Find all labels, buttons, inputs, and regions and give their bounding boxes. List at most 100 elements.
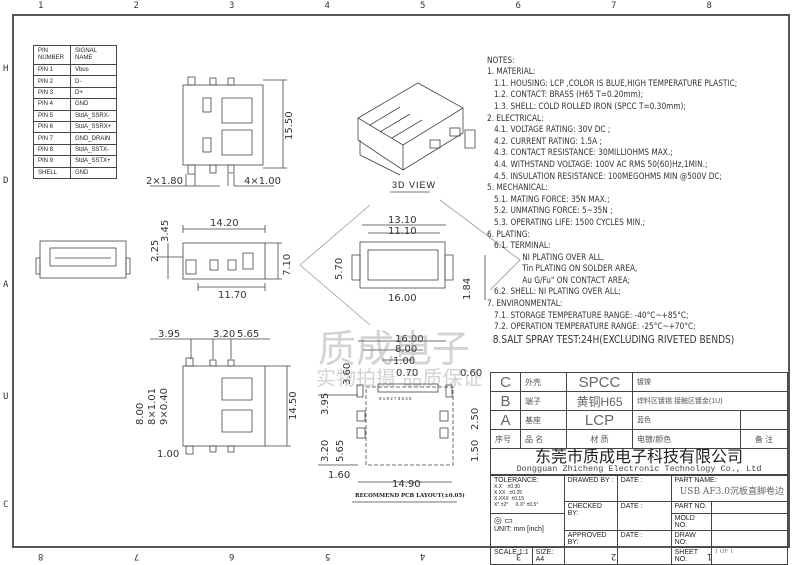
note-line: 1. MATERIAL: xyxy=(487,67,536,78)
zone-label: 1 xyxy=(38,1,44,11)
dim-pitch8: 8×1.01 xyxy=(147,388,158,425)
sheet-no-label: SHEET NO. xyxy=(670,547,712,565)
note-line: 8.SALT SPRAY TEST:24H(EXCLUDING RIVETED … xyxy=(487,332,735,346)
date-label: DATE : xyxy=(616,530,672,565)
bom-cell: 蓝色 xyxy=(632,410,741,430)
note-line: 4.1. VOLTAGE RATING: 30V DC ; xyxy=(487,125,611,136)
dim-d07: 0.70 xyxy=(396,368,418,379)
dim-pitch9: 9×0.40 xyxy=(159,388,170,425)
part-name-label: PART NAME: xyxy=(674,477,717,484)
note-line: 5.2. UNMATING FORCE: 5~35N ; xyxy=(487,206,613,217)
bom-cell: B xyxy=(490,391,521,411)
dim-d160: 1.60 xyxy=(328,470,350,481)
side-view: 14.20 11.70 3.45 2.25 7.10 xyxy=(150,218,293,301)
drawing-frame xyxy=(12,14,790,548)
note-line: 7.2. OPERATION TEMPERATURE RANGE: -25°C~… xyxy=(487,322,696,333)
dim-total: 16.00 xyxy=(388,293,417,304)
bom-cell: C xyxy=(490,372,521,392)
part-name-cell: PART NAME: USB AF3.0沉板直脚卷边 xyxy=(670,475,789,502)
bottom-view: 3.95 3.20 5.65 14.50 8.00 8×1.01 9×0.40 … xyxy=(135,329,299,460)
3d-view-label: 3D VIEW xyxy=(392,180,437,190)
draw-no-value xyxy=(710,530,789,548)
pin-cell: PIN 5 xyxy=(32,109,72,122)
bom-header: 备 注 xyxy=(740,429,788,449)
dim-length: 14.50 xyxy=(288,391,299,420)
zone-label: 7 xyxy=(611,1,617,11)
note-line: Au G/Fu" ON CONTACT AREA; xyxy=(487,275,631,286)
size-label: SIZE: A4 xyxy=(531,547,565,565)
dim-total: 16.00 xyxy=(395,334,424,345)
dim-height: 5.70 xyxy=(334,258,345,280)
checked-by-label: CHECKED BY: xyxy=(563,501,618,531)
front-view xyxy=(35,240,131,279)
mating-face-view: 13.10 11.10 5.70 1.84 16.00 xyxy=(299,199,521,326)
zone-label: H xyxy=(3,64,9,74)
note-line: 5.3. OPERATING LIFE: 1500 CYCLES MIN.; xyxy=(487,217,646,228)
scale-label: SCALE:1:1 xyxy=(490,547,533,565)
dim-lower: 1.84 xyxy=(462,278,473,300)
zone-label: 8 xyxy=(706,1,712,11)
notes-block: NOTES:1. MATERIAL: 1.1. HOUSING: LCP ,CO… xyxy=(487,44,737,357)
dim-d3: 5.65 xyxy=(237,329,259,340)
dim-d565: 5.65 xyxy=(335,440,346,462)
note-line: Tin PLATING ON SOLDER AREA, xyxy=(487,264,638,275)
company-name-en: Dongguan Zhicheng Electronic Technology … xyxy=(516,464,762,474)
note-line: 6.1. TERMINAL: xyxy=(487,241,551,252)
dim-right-pitch: 4×1.00 xyxy=(244,176,281,187)
bom-cell: 外壳 xyxy=(520,372,567,392)
dim-outer: 13.10 xyxy=(388,215,417,226)
note-line: NOTES: xyxy=(487,55,515,66)
pcb-layout-view: 16.00 8.00 1.00 0.70 0.60 3.60 3.95 2.50… xyxy=(318,334,482,503)
note-line: NI PLATING OVER ALL, xyxy=(487,252,605,263)
bom-cell: 镀镍 xyxy=(632,372,788,392)
top-view: 2×1.80 4×1.00 15.50 xyxy=(146,76,295,187)
table-header-row: 序号品 名材 质电镀/颜色备 注 xyxy=(490,429,788,449)
dim-d320: 3.20 xyxy=(320,440,331,462)
dim-width: 14.90 xyxy=(392,479,421,490)
zone-label: 6 xyxy=(515,1,521,11)
bom-cell: 黄铜H65 xyxy=(566,391,633,411)
pcb-layout-caption: RECOMMEND PCB LAYOUT(±0.05) xyxy=(355,493,465,499)
pin-numbers: 9 1 8 2 7 3 6 4 5 xyxy=(379,396,412,401)
zone-label: A xyxy=(3,280,9,290)
note-line: 4.4. WITHSTAND VOLTAGE: 100V AC RMS 50(6… xyxy=(487,159,708,170)
watermark-brand: 质成电子 xyxy=(318,327,471,371)
company-name-cn: 东莞市质成电子科技有限公司 xyxy=(534,447,743,466)
dim-h1: 3.45 xyxy=(160,220,171,242)
zone-label: U xyxy=(3,392,9,402)
dim-d1: 3.95 xyxy=(158,329,180,340)
note-line: 1.1. HOUSING: LCP ,COLOR IS BLUE,HIGH TE… xyxy=(487,78,738,89)
signal-cell: GND xyxy=(70,166,117,179)
watermark-slogan: 实物拍摄 品质保证 xyxy=(316,366,483,390)
bom-cell: 焊料区镀锡 接触区镀金(1U) xyxy=(632,391,788,411)
note-line: 7. ENVIRONMENTAL: xyxy=(487,299,563,310)
dim-h2: 2.25 xyxy=(150,240,161,262)
note-line: 1.2. CONTACT: BRASS (H65 T=0.20mm); xyxy=(487,90,644,101)
tolerance-value: X.XX ±0.25 xyxy=(494,490,523,496)
note-line: 1.3. SHELL: COLD ROLLED IRON (SPCC T=0.3… xyxy=(487,101,686,112)
note-line: 5. MECHANICAL: xyxy=(487,183,548,194)
company-block: 东莞市质成电子科技有限公司 Dongguan Zhicheng Electron… xyxy=(490,448,788,475)
dim-d060: 0.60 xyxy=(460,368,482,379)
note-line: 2. ELECTRICAL: xyxy=(487,113,544,124)
3d-view-drawing xyxy=(357,82,476,176)
title-block: TOLERANCE: X.X ±0.30 X.XX ±0.25 X.XXX ±0… xyxy=(490,475,789,565)
note-line: 7.1. STORAGE TEMPERATURE RANGE: -40°C~+8… xyxy=(487,310,689,321)
zone-label: C xyxy=(3,500,9,510)
projection-cell: ◎ ▭ UNIT: mm [inch] xyxy=(490,513,565,548)
bom-cell: A xyxy=(490,410,521,430)
dim-height: 7.10 xyxy=(282,254,293,276)
zone-label: 4 xyxy=(324,1,330,11)
part-name: USB AF3.0沉板直脚卷边 xyxy=(679,487,784,497)
note-line: 4.5. INSULATION RESISTANCE: 100MEGOHMS M… xyxy=(487,171,723,182)
dim-left-pitch: 2×1.80 xyxy=(146,176,183,187)
note-line: 6.2. SHELL: NI PLATING OVER ALL; xyxy=(487,287,621,298)
zone-label: 3 xyxy=(229,1,235,11)
dim-foot: 1.00 xyxy=(157,449,179,460)
angle-tolerance: X° ±2° X.X° ±0.5° xyxy=(494,502,539,508)
